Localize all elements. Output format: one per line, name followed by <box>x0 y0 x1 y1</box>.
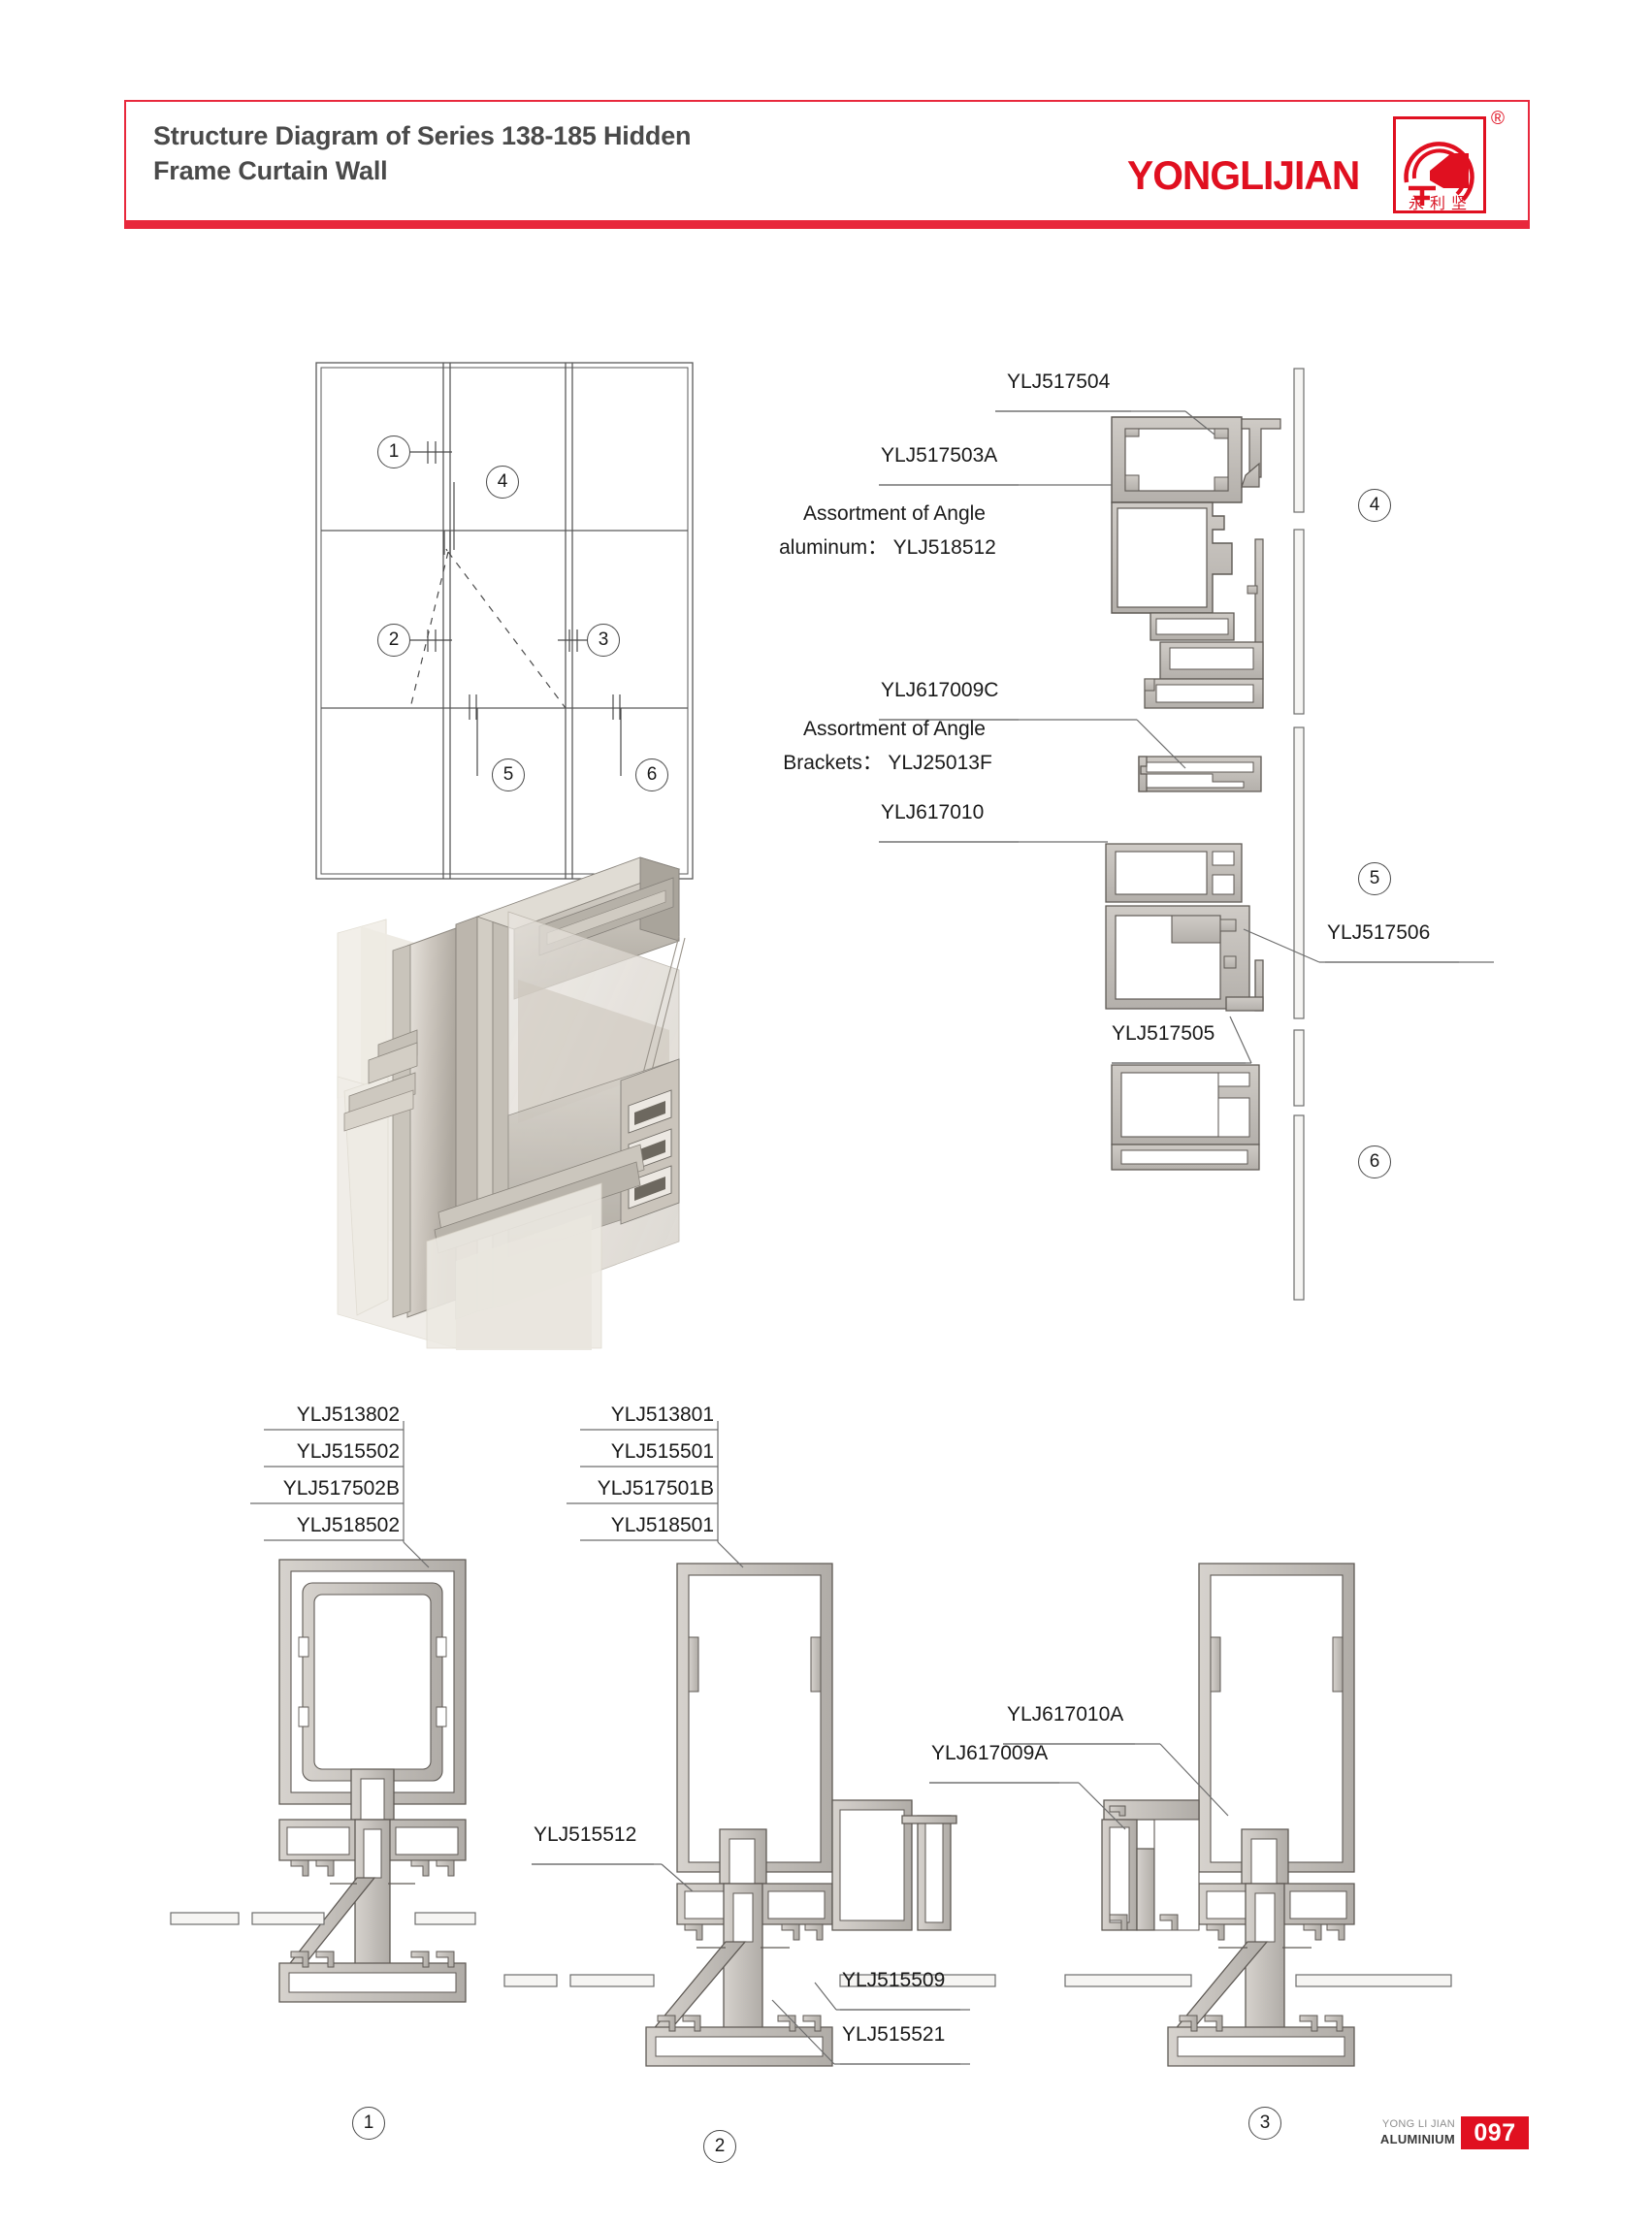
footer: YONG LI JIAN ALUMINIUM 097 <box>1364 2116 1529 2157</box>
callout-ylj513801: YLJ513801 <box>610 1403 714 1426</box>
page-title: Structure Diagram of Series 138-185 Hidd… <box>153 119 949 188</box>
callout-ylj617009a: YLJ617009A <box>931 1742 1049 1764</box>
section-marker-4: 4 <box>1358 489 1391 522</box>
callout-angle-brackets-line2: Brackets： YLJ25013F <box>783 752 992 774</box>
elevation-marker-2: 2 <box>377 624 410 657</box>
glass-edge-lines-5 <box>1293 726 1305 1301</box>
isometric-render-drawing <box>337 856 686 1350</box>
glass-edge-lines-4 <box>1293 368 1305 715</box>
section-marker-6: 6 <box>1358 1145 1391 1178</box>
header-band <box>124 100 1530 222</box>
header-underline <box>124 222 1530 229</box>
callout-ylj617010a: YLJ617010A <box>1007 1703 1124 1726</box>
brand-wordmark: YONGLIJIAN <box>1127 152 1360 198</box>
elevation-marker-5: 5 <box>492 758 525 791</box>
page-number: 097 <box>1461 2116 1529 2149</box>
section-marker-5: 5 <box>1358 862 1391 895</box>
brand-chinese-name: 永利坚 <box>1408 194 1473 212</box>
callout-ylj517503a: YLJ517503A <box>881 444 998 467</box>
elevation-marker-6: 6 <box>635 758 668 791</box>
registered-trademark-icon: ® <box>1491 109 1505 129</box>
callout-angle-aluminum-line2: aluminum： YLJ518512 <box>779 536 996 559</box>
bottom-callout-leaders <box>403 1421 1229 2065</box>
mullion-marker-3: 3 <box>1248 2107 1281 2140</box>
callout-ylj617009c: YLJ617009C <box>881 679 999 701</box>
elevation-marker-3: 3 <box>587 624 620 657</box>
elevation-marker-4: 4 <box>486 466 519 499</box>
callout-ylj513802: YLJ513802 <box>296 1403 400 1426</box>
callout-ylj517502b: YLJ517502B <box>282 1477 400 1500</box>
footer-brand-text: YONG LI JIAN ALUMINIUM <box>1364 2118 1455 2147</box>
callout-ylj617010: YLJ617010 <box>881 801 985 823</box>
page-title-line2: Frame Curtain Wall <box>153 155 388 185</box>
callout-ylj515509: YLJ515509 <box>842 1969 946 1991</box>
footer-brand-line2: ALUMINIUM <box>1379 2131 1455 2146</box>
mullion-profile-3-drawing <box>1101 1563 1355 2067</box>
callout-ylj517504: YLJ517504 <box>1007 371 1111 393</box>
callout-angle-aluminum-line1: Assortment of Angle <box>803 502 986 525</box>
callout-ylj517505: YLJ517505 <box>1112 1022 1215 1045</box>
glass-line-profile-3 <box>1064 1974 1452 1987</box>
callout-ylj515502: YLJ515502 <box>296 1440 400 1463</box>
callout-label-rules <box>532 410 1459 2065</box>
elevation-dashed-triangle <box>409 548 567 709</box>
callout-ylj515512: YLJ515512 <box>534 1823 637 1846</box>
elevation-grid-drawing <box>315 362 694 880</box>
mullion-marker-2: 2 <box>703 2130 736 2163</box>
elevation-marker-1: 1 <box>377 436 410 468</box>
glass-line-profile-1 <box>170 1912 476 1925</box>
section-detail-5-profile <box>1105 756 1264 1171</box>
callout-ylj518502: YLJ518502 <box>296 1514 400 1536</box>
callout-ylj517501b: YLJ517501B <box>597 1477 714 1500</box>
callout-ylj517506: YLJ517506 <box>1327 921 1431 944</box>
callout-angle-brackets-line1: Assortment of Angle <box>803 718 986 740</box>
page-title-line1: Structure Diagram of Series 138-185 Hidd… <box>153 121 692 150</box>
mullion-profile-1-drawing <box>278 1559 467 2003</box>
mullion-marker-1: 1 <box>352 2107 385 2140</box>
callout-ylj515501: YLJ515501 <box>610 1440 714 1463</box>
callout-ylj518501: YLJ518501 <box>610 1514 714 1536</box>
callout-ylj515521: YLJ515521 <box>842 2023 946 2046</box>
section-detail-4-profile <box>1111 416 1281 709</box>
footer-brand-line1: YONG LI JIAN <box>1381 2118 1455 2130</box>
